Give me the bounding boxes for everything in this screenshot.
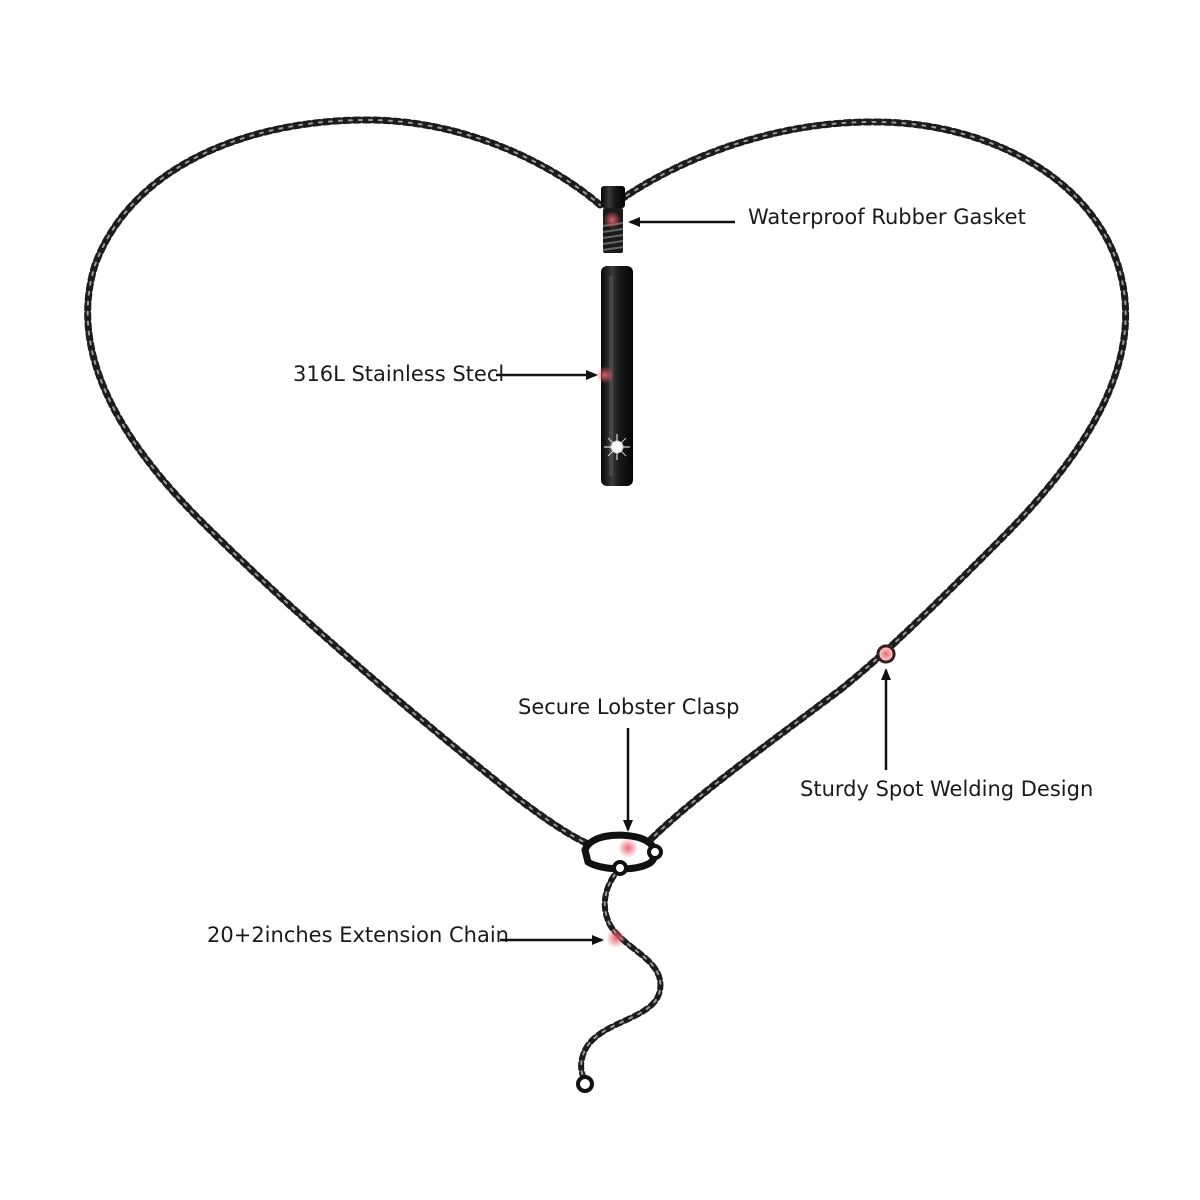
label-lobster-clasp: Secure Lobster Clasp xyxy=(518,695,740,719)
label-spot-welding: Sturdy Spot Welding Design xyxy=(800,777,1094,801)
crystal-gem-icon xyxy=(604,434,630,460)
marker-welding xyxy=(876,644,896,664)
label-stainless-steel: 316L Stainless Stecl xyxy=(293,362,505,386)
extension-chain-highlight xyxy=(580,867,662,1081)
marker-steel xyxy=(596,366,614,384)
callout-arrows xyxy=(496,217,891,945)
end-ring xyxy=(576,1075,594,1093)
marker-clasp xyxy=(618,838,638,858)
label-extension-chain: 20+2inches Extension Chain xyxy=(207,923,509,947)
marker-extension xyxy=(606,928,626,948)
heart-chain-highlight xyxy=(86,118,1127,851)
label-waterproof-gasket: Waterproof Rubber Gasket xyxy=(748,205,1026,229)
chain xyxy=(84,116,1130,1093)
extension-chain xyxy=(578,865,664,1083)
markers xyxy=(596,211,896,948)
marker-gasket xyxy=(603,211,621,229)
